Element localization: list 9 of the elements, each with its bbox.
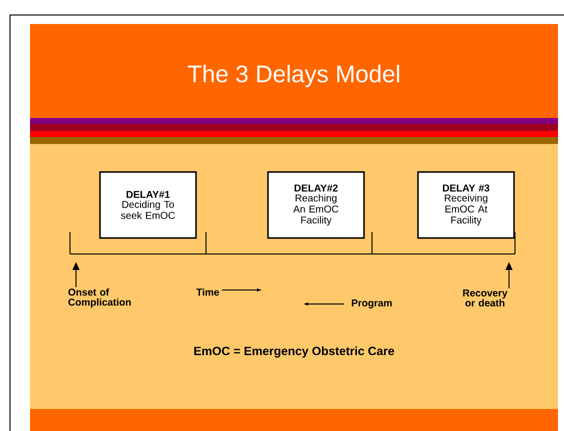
endpoint-label: Onset of Complication [68,288,131,308]
delay-box: DELAY#1 Deciding To seek EmOC [99,171,197,239]
delay-box: DELAY #3 Receiving EmOC At Facility [417,171,515,239]
axis-label: Program [352,300,392,308]
delay-box: DELAY#2 Reaching An EmOC Facility [267,171,365,239]
caption-text: EmOC = Emergency Obstetric Care [194,346,394,358]
title-banner: The 3 Delays Model [30,24,558,118]
endpoint-label: Recovery or death [463,290,508,306]
axis-label: Time [196,288,220,296]
